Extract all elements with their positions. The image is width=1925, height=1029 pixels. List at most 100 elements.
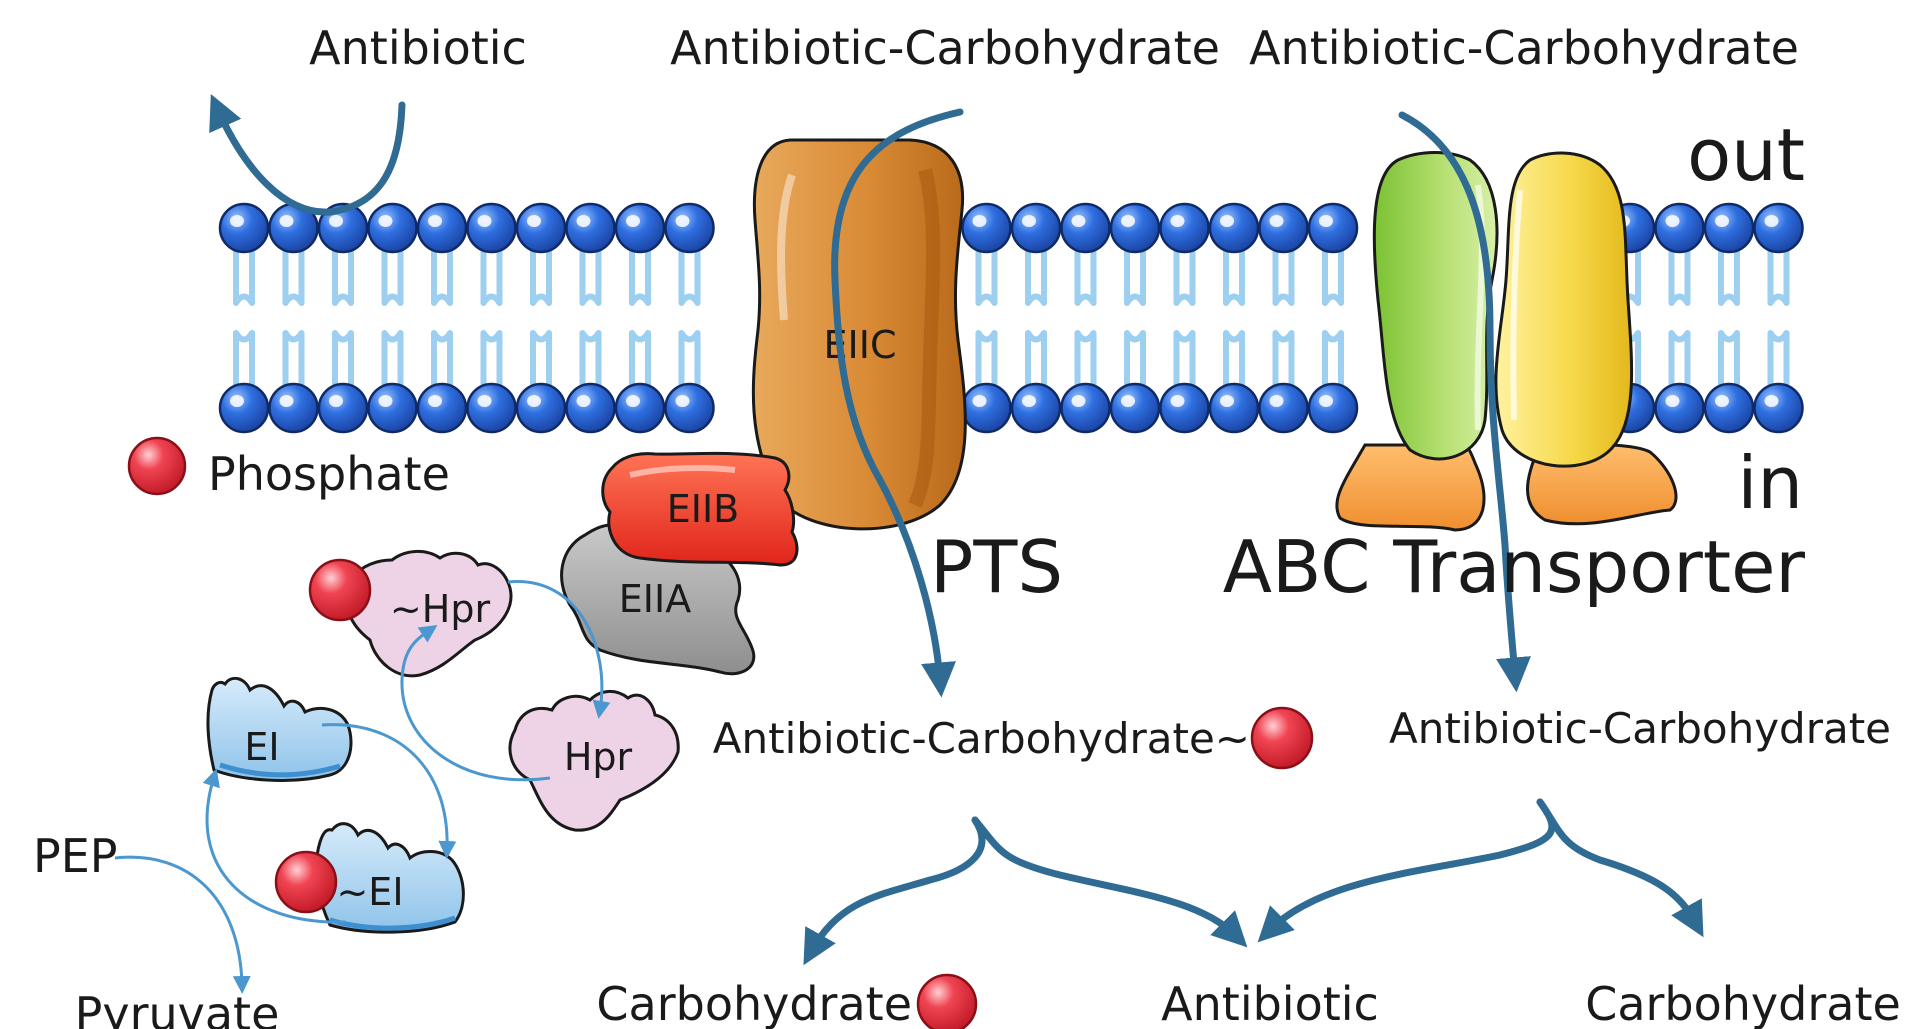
lipid-head [317,202,369,254]
lipid-head-highlight [1715,215,1729,227]
ei-protein [206,676,353,782]
label-antibiotic-in: Antibiotic [1161,977,1379,1029]
antibiotic-efflux-arrow [209,94,406,216]
lipid-head [1307,202,1359,254]
ei-phosphorylated-label: ~EI [336,870,403,914]
lipid-head-highlight [1170,395,1185,407]
lipid-head [1703,382,1755,434]
pts-split-to-antibiotic-arrow [971,816,1248,948]
hpr-protein [508,690,680,832]
lipid-head-highlight [1121,215,1135,227]
lipid-tail [1223,249,1245,387]
lipid-head-highlight [626,395,640,407]
abc-transporter [1335,151,1678,532]
hpr-p-to-eiia-arrow [507,580,611,719]
hpr-to-hpr-p-arrow [400,625,551,782]
label-abc-transporter: ABC Transporter [1223,525,1806,609]
lipid-tail [975,249,998,387]
pts-import-arrow [831,108,964,698]
hpr-phosphorylated-label: ~Hpr [390,587,491,631]
ei-label: EI [244,725,279,769]
lipid-tail [381,249,404,387]
lipid-head-highlight [576,395,591,407]
lipid-head-highlight [1220,395,1234,407]
label-carbohydrate-phosphate: Carbohydrate [596,977,912,1029]
lipid-head-highlight [329,395,343,407]
lipid-heads [218,202,1804,434]
lipid-head [1109,202,1161,254]
lipid-head-highlight [1022,215,1036,227]
lipid-head-highlight [378,215,393,227]
phosphoryl-transfer-cycles [114,580,611,994]
abc-split-to-antibiotic-arrow [1257,798,1556,943]
lipid-head [1208,202,1260,254]
lipid-head-highlight [1715,395,1729,407]
label-pts: PTS [930,525,1063,609]
ei-p-to-ei-arrow [202,768,346,924]
lipid-head [1109,382,1161,434]
lipid-tail [678,249,701,387]
lipid-head [1159,382,1210,434]
lipid-head-highlight [1071,395,1086,407]
pep-to-pyruvate-arrow [114,855,251,994]
lipid-head-highlight [675,215,690,227]
lipid-tail [282,249,305,387]
lipid-head-highlight [1121,395,1135,407]
eiia-label: EIIA [619,577,691,621]
lipid-head-highlight [477,395,492,407]
lipid-head [218,202,270,254]
lipid-head [268,382,319,434]
eiic-protein [751,138,967,531]
lipid-head [515,202,567,254]
transport-arrows [209,94,1704,966]
lipid-head-highlight [1764,215,1779,227]
lipid-head-highlight [378,395,393,407]
lipid-head-highlight [1764,395,1779,407]
ei-phosphorylated-protein [314,822,465,934]
label-antibiotic-carbohydrate-in-abc: Antibiotic-Carbohydrate [1389,704,1891,753]
lipid-head-highlight [527,215,541,227]
phosphate-on-ei-icon [274,850,338,914]
eiic-label: EIIC [824,323,897,367]
hpr-label: Hpr [564,735,633,779]
lipid-head [1258,202,1309,254]
lipid-head [614,202,666,254]
lipid-tail [1074,249,1097,387]
abc-import-arrow [1398,111,1531,693]
lipid-tail [431,249,453,387]
pts-cytoplasmic-proteins: ~Hpr Hpr EI ~EI [206,550,680,934]
lipid-head-highlight [1319,215,1333,227]
lipid-tail [1124,249,1146,387]
lipid-head-highlight [428,395,442,407]
lipid-head [1010,202,1062,254]
lipid-head [317,382,369,434]
label-phosphate: Phosphate [208,447,450,501]
pts-split-to-carbohydrate-arrow [803,816,986,966]
lipid-head-highlight [230,395,244,407]
lipid-head [664,382,715,434]
ei-to-ei-p-arrow [321,723,457,859]
lipid-tail [1668,249,1691,387]
label-antibiotic-carbohydrate-out-pts: Antibiotic-Carbohydrate [670,21,1220,75]
lipid-head-highlight [1269,395,1284,407]
label-carbohydrate: Carbohydrate [1585,977,1901,1029]
lipid-head-highlight [1220,215,1234,227]
abc-split-to-carbohydrate-arrow [1536,798,1704,938]
lipid-head-highlight [1665,395,1680,407]
lipid-head-highlight [576,215,591,227]
lipid-head [1753,382,1804,434]
lipid-head [367,202,418,254]
phosphate-on-carbohydrate-icon [916,973,978,1029]
eiib-label: EIIB [667,487,740,531]
lipid-head [1010,382,1062,434]
lipid-head [961,202,1012,254]
lipid-head-highlight [230,215,244,227]
labels: Antibiotic Antibiotic-Carbohydrate Antib… [33,21,1901,1029]
eiib-protein [601,451,799,567]
lipid-tail [1718,249,1740,387]
abc-nbd-left [1335,443,1486,532]
lipid-bilayer [218,202,1804,434]
lipid-tail [579,249,602,387]
phosphate-groups [127,436,1314,1029]
lipid-head [416,202,468,254]
